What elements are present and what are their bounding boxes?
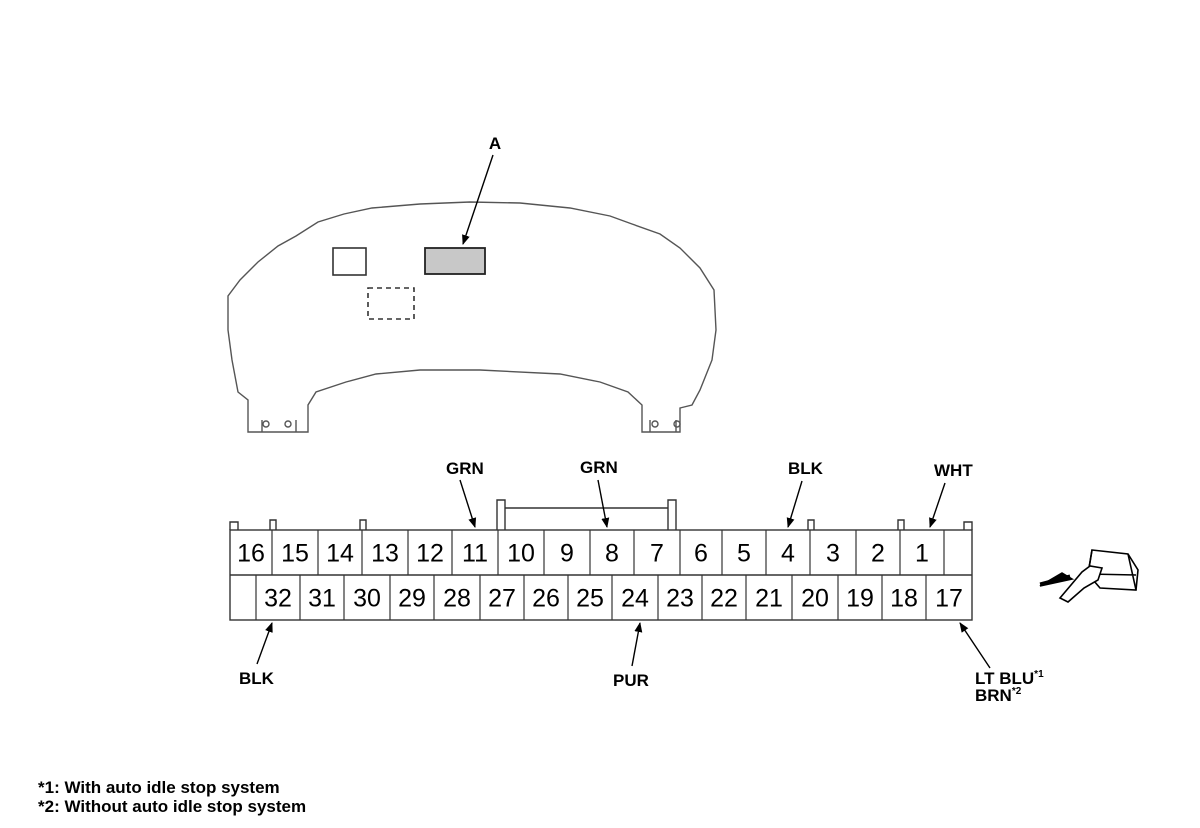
- pin-17: 17: [935, 585, 963, 613]
- pin-3: 3: [826, 540, 840, 568]
- pin-22: 22: [710, 585, 738, 613]
- pin-6: 6: [694, 540, 708, 568]
- callout-arrow: [462, 154, 494, 245]
- wire-label-pin1: WHT: [934, 461, 973, 480]
- wire-arrow-pin17: [959, 622, 991, 669]
- wire-label-pin32: BLK: [239, 669, 275, 688]
- gauge-cluster-outline: [227, 201, 717, 433]
- connector-body: [229, 499, 973, 621]
- wire-label-pin17-a: LT BLU*1: [975, 669, 1044, 688]
- connector-bottom-row: 32 31 30 29 28 27 26 25 24 23 22 21 20 19 18 17: [255, 575, 963, 620]
- pin-20: 20: [801, 585, 829, 613]
- wire-arrow-pin24: [631, 622, 643, 667]
- pin-30: 30: [353, 585, 381, 613]
- wire-label-pin17-b: BRN*2: [975, 686, 1022, 705]
- footnote-1: *1: With auto idle stop system: [38, 778, 280, 797]
- wire-arrow-pin32: [256, 622, 273, 665]
- pin-5: 5: [737, 540, 751, 568]
- wire-label-pin11: GRN: [446, 459, 484, 478]
- wire-label-pin4: BLK: [788, 459, 824, 478]
- pin-7: 7: [650, 540, 664, 568]
- footnote-2: *2: Without auto idle stop system: [38, 797, 307, 816]
- connector-view-icon: [1039, 549, 1139, 603]
- pin-13: 13: [371, 540, 399, 568]
- pin-1: 1: [915, 540, 929, 568]
- wire-label-pin24: PUR: [613, 671, 649, 690]
- wire-label-pin8: GRN: [580, 458, 618, 477]
- pin-28: 28: [443, 585, 471, 613]
- pin-18: 18: [890, 585, 918, 613]
- wire-arrow-pin11: [459, 479, 477, 528]
- pin-27: 27: [488, 585, 516, 613]
- pin-11: 11: [462, 540, 488, 568]
- pin-25: 25: [576, 585, 604, 613]
- pin-16: 16: [237, 540, 265, 568]
- pin-15: 15: [281, 540, 309, 568]
- pin-29: 29: [398, 585, 426, 613]
- pin-21: 21: [755, 585, 783, 613]
- pin-2: 2: [871, 540, 885, 568]
- pin-4: 4: [781, 540, 795, 568]
- hidden-connector-slot: [367, 287, 415, 320]
- cluster-connector-slot: [332, 247, 367, 276]
- pin-10: 10: [507, 540, 535, 568]
- pin-31: 31: [308, 585, 336, 613]
- pin-8: 8: [605, 540, 619, 568]
- pin-14: 14: [326, 540, 354, 568]
- pin-23: 23: [666, 585, 694, 613]
- pin-12: 12: [416, 540, 444, 568]
- connector-a-location: [424, 247, 486, 275]
- pin-24: 24: [621, 585, 649, 613]
- pin-32: 32: [264, 585, 292, 613]
- pin-9: 9: [560, 540, 574, 568]
- wire-arrow-pin1: [929, 482, 946, 528]
- pin-26: 26: [532, 585, 560, 613]
- callout-label: A: [489, 134, 501, 153]
- pin-19: 19: [846, 585, 874, 613]
- wire-arrow-pin4: [786, 480, 803, 528]
- connector-top-row: 16 15 14 13 12 11 10 9 8 7 6 5 4 3 2 1: [237, 530, 945, 575]
- wire-arrow-pin8: [597, 479, 610, 528]
